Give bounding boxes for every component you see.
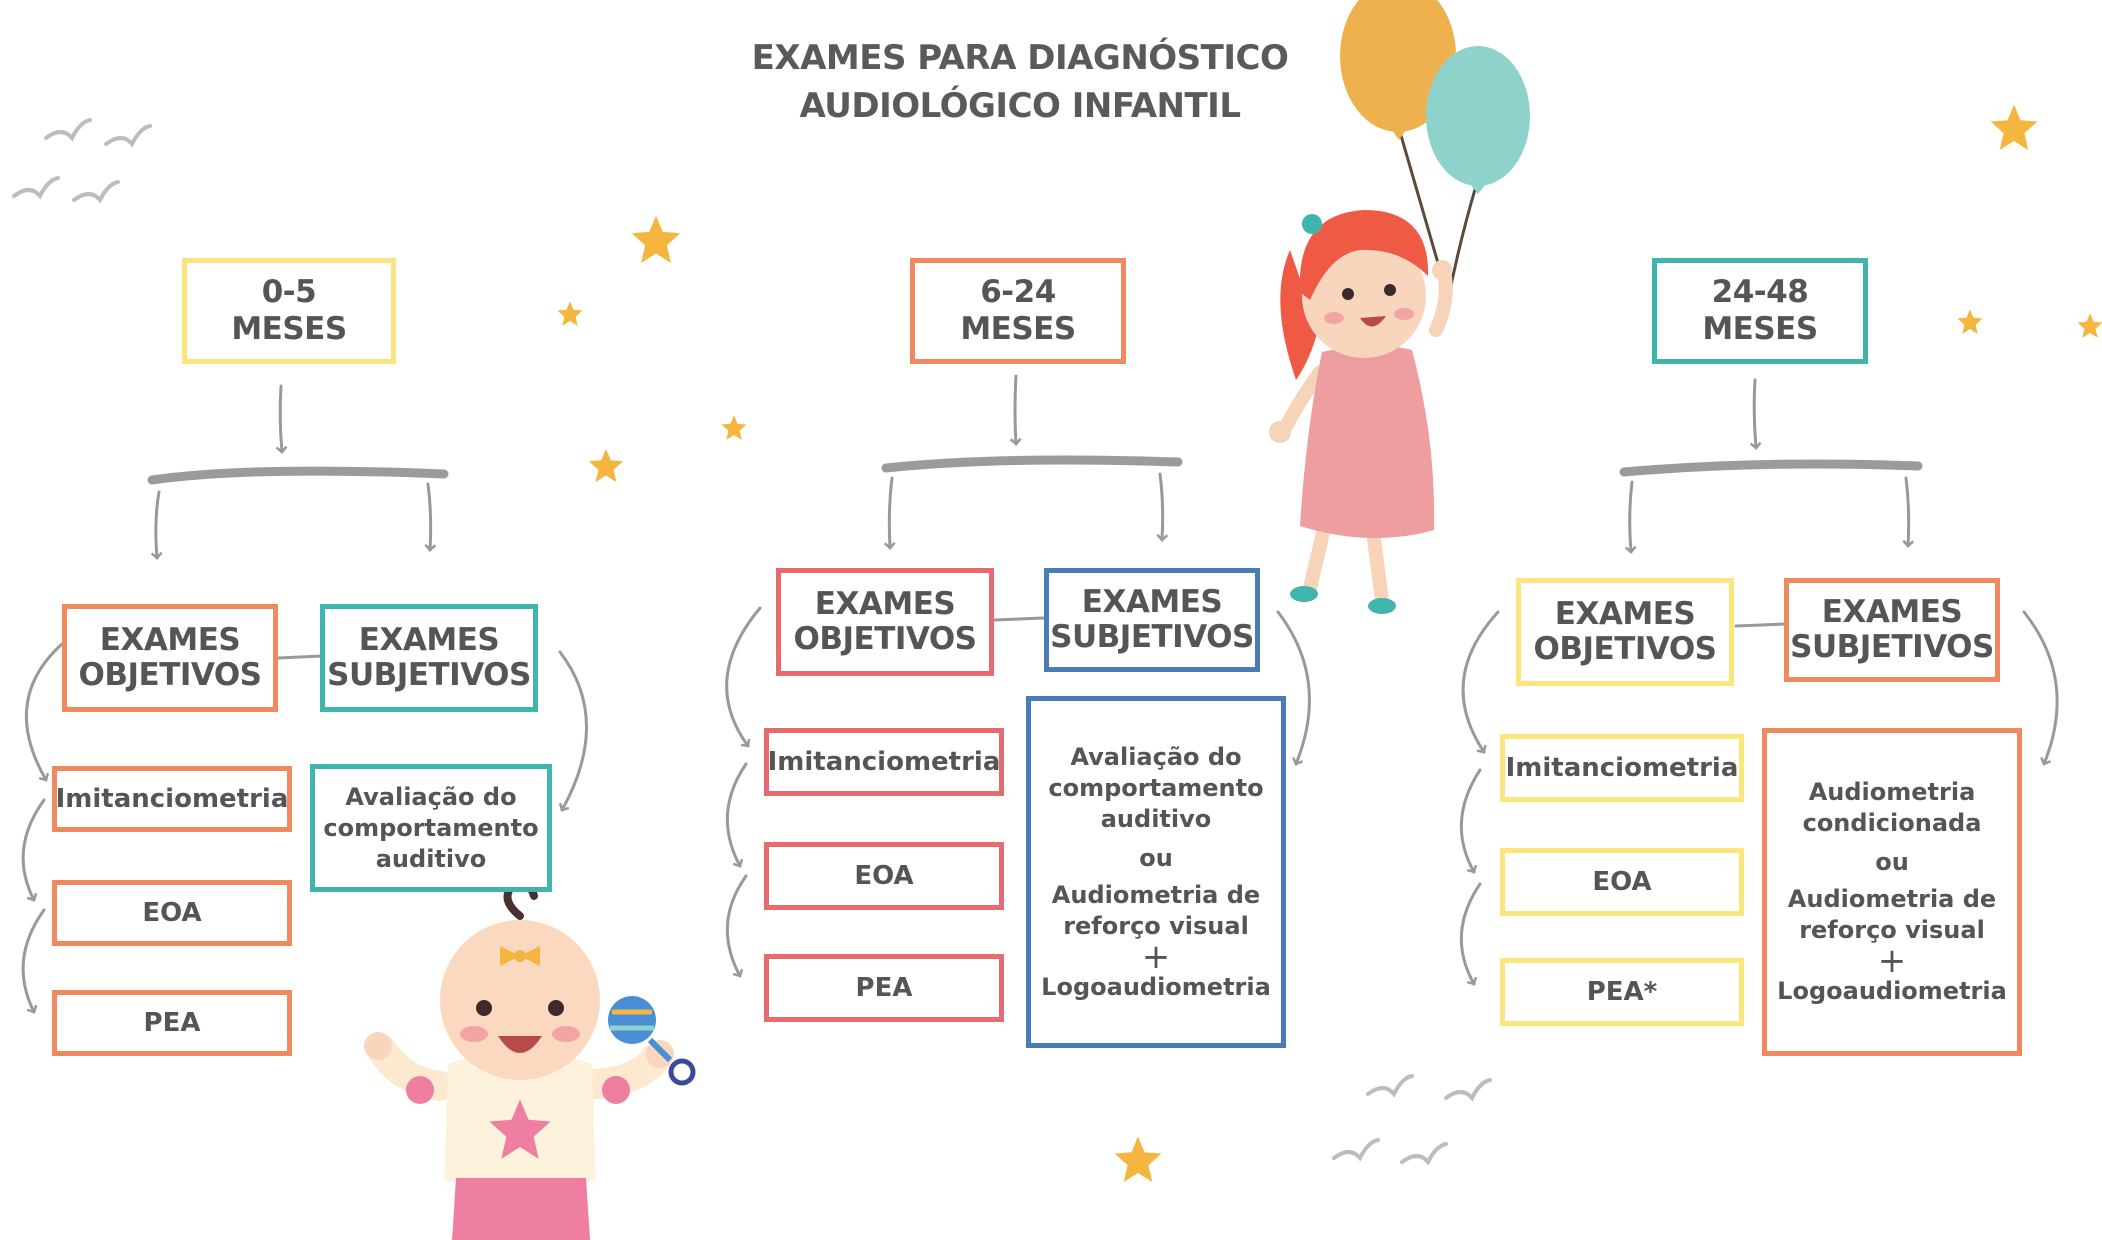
subjective-exams-box: EXAMES SUBJETIVOS	[1784, 578, 2000, 682]
subjective-exam-detail: Avaliação do comportamento auditivo	[310, 764, 552, 892]
balloon-icon	[1426, 46, 1530, 186]
exam-line: comportamento	[323, 813, 539, 842]
objective-exams-box: EXAMES OBJETIVOS	[1516, 578, 1734, 686]
exam-label: PEA	[855, 973, 913, 1003]
subjective-exams-box: EXAMES SUBJETIVOS	[1044, 568, 1260, 672]
star-icon	[631, 215, 681, 263]
plus-sign: +	[1141, 936, 1171, 977]
exam-imitanciometria: Imitanciometria	[52, 766, 292, 832]
age-unit: MESES	[231, 311, 347, 347]
exam-line: condicionada	[1802, 809, 1982, 837]
star-icon	[1114, 1136, 1162, 1183]
subjective-label-2: SUBJETIVOS	[1050, 619, 1254, 655]
exam-line: Avaliação do	[1070, 742, 1242, 771]
bird-icon	[1366, 1074, 1414, 1098]
subjective-label-1: EXAMES	[358, 622, 500, 658]
exam-label: Imitanciometria	[1505, 753, 1739, 783]
bird-icon	[1444, 1078, 1492, 1102]
subjective-label-1: EXAMES	[1821, 594, 1963, 630]
exam-pea: PEA	[52, 990, 292, 1056]
subjective-label-1: EXAMES	[1081, 584, 1223, 620]
objective-label-1: EXAMES	[814, 586, 956, 622]
exam-line: Avaliação do	[345, 782, 517, 811]
age-range: 6-24	[980, 274, 1056, 310]
exam-label: EOA	[142, 898, 202, 928]
plus-sign: +	[1877, 941, 1907, 981]
balloon-icons	[1340, 0, 1530, 321]
objective-exams-box: EXAMES OBJETIVOS	[62, 604, 278, 712]
exam-label: Imitanciometria	[767, 747, 1001, 777]
exam-line: comportamento	[1048, 773, 1264, 802]
exam-eoa: EOA	[1500, 848, 1744, 916]
age-range: 24-48	[1711, 274, 1809, 310]
bird-icon	[12, 176, 60, 200]
star-icon	[1957, 309, 1983, 334]
age-range: 0-5	[261, 274, 317, 310]
subjective-exam-detail: Audiometria condicionada ou Audiometria …	[1762, 728, 2022, 1056]
exam-label: PEA*	[1586, 977, 1658, 1007]
baby-illustration	[364, 880, 696, 1240]
objective-label-1: EXAMES	[1554, 596, 1696, 632]
title-line-1: EXAMES PARA DIAGNÓSTICO	[751, 38, 1289, 78]
subjective-label-2: SUBJETIVOS	[327, 657, 531, 693]
objective-exams-box: EXAMES OBJETIVOS	[776, 568, 994, 676]
balloon-icon	[1340, 0, 1456, 132]
page-title: EXAMES PARA DIAGNÓSTICO AUDIOLÓGICO INFA…	[700, 34, 1340, 130]
exam-line: Audiometria de	[1787, 885, 1997, 913]
subjective-label-2: SUBJETIVOS	[1790, 629, 1994, 665]
star-icon	[1990, 104, 2038, 151]
exam-label: Imitanciometria	[55, 784, 289, 814]
or-label: ou	[1139, 843, 1173, 872]
objective-label-1: EXAMES	[99, 622, 241, 658]
exam-line: Audiometria de	[1051, 880, 1261, 909]
age-box-6-24: 6-24 MESES	[910, 258, 1126, 364]
or-label: ou	[1875, 848, 1909, 876]
girl-illustration	[1269, 210, 1453, 614]
bird-icon	[1332, 1138, 1380, 1162]
star-icon	[588, 448, 624, 483]
exam-pea: PEA	[764, 954, 1004, 1022]
exam-eoa: EOA	[764, 842, 1004, 910]
bird-icon	[44, 118, 92, 142]
star-icon	[557, 301, 583, 326]
title-line-2: AUDIOLÓGICO INFANTIL	[799, 86, 1241, 126]
exam-line: Logoaudiometria	[1041, 972, 1271, 1001]
rattle-icon	[608, 996, 696, 1086]
bird-icon	[72, 180, 120, 204]
exam-pea: PEA*	[1500, 958, 1744, 1026]
objective-label-2: OBJETIVOS	[78, 657, 263, 693]
exam-label: PEA	[143, 1008, 201, 1038]
age-box-0-5: 0-5 MESES	[182, 258, 396, 364]
objective-label-2: OBJETIVOS	[1533, 631, 1718, 667]
exam-line: Logoaudiometria	[1777, 977, 2007, 1005]
subjective-exam-detail: Avaliação do comportamento auditivo ou A…	[1026, 696, 1286, 1048]
star-icon	[721, 415, 747, 440]
exam-eoa: EOA	[52, 880, 292, 946]
exam-imitanciometria: Imitanciometria	[764, 728, 1004, 796]
star-icon	[2077, 313, 2102, 338]
exam-imitanciometria: Imitanciometria	[1500, 734, 1744, 802]
age-unit: MESES	[960, 311, 1076, 347]
exam-line: Audiometria	[1808, 778, 1976, 806]
exam-line: auditivo	[1100, 804, 1212, 833]
exam-line: reforço visual	[1063, 911, 1249, 940]
exam-label: EOA	[854, 861, 914, 891]
bird-icon	[104, 124, 152, 148]
age-box-24-48: 24-48 MESES	[1652, 258, 1868, 364]
exam-line: reforço visual	[1799, 916, 1985, 944]
exam-line: auditivo	[375, 844, 487, 873]
age-unit: MESES	[1702, 311, 1818, 347]
exam-label: EOA	[1592, 867, 1652, 897]
bird-icon	[1400, 1142, 1448, 1166]
objective-label-2: OBJETIVOS	[793, 621, 978, 657]
subjective-exams-box: EXAMES SUBJETIVOS	[320, 604, 538, 712]
